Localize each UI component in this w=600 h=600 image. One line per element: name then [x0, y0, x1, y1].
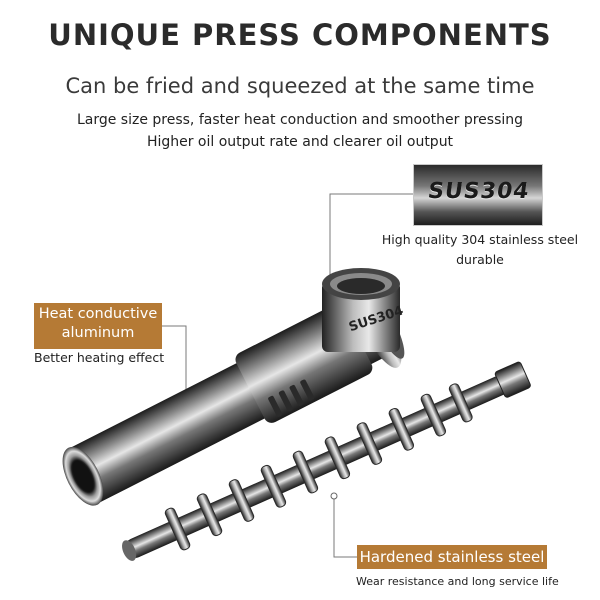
sus304-closeup-image: SUS304 — [413, 164, 543, 226]
heat-conductive-badge: Heat conductive aluminum — [34, 303, 162, 349]
subtitle: Can be fried and squeezed at the same ti… — [65, 74, 535, 98]
screw-shaft-image — [122, 361, 531, 561]
page-title: UNIQUE PRESS COMPONENTS — [48, 18, 552, 52]
description-line-2: Higher oil output rate and clearer oil o… — [146, 134, 454, 150]
hardened-steel-note: Wear resistance and long service life — [356, 575, 559, 588]
sus304-engraving: SUS304 — [426, 179, 532, 204]
callout-line-304 — [329, 193, 413, 282]
hardened-steel-badge: Hardened stainless steel — [357, 545, 547, 569]
stainless-304-label: High quality 304 stainless steel — [381, 232, 579, 247]
stainless-304-sublabel: durable — [456, 252, 504, 267]
callout-line-steel — [333, 498, 357, 558]
heat-conductive-note: Better heating effect — [34, 350, 165, 365]
heat-conductive-badge-text: Heat conductive aluminum — [38, 306, 158, 341]
hopper-pipe-image: SUS304 — [322, 268, 405, 352]
callout-line-aluminum — [162, 325, 187, 392]
description-line-1: Large size press, faster heat conduction… — [76, 112, 524, 128]
